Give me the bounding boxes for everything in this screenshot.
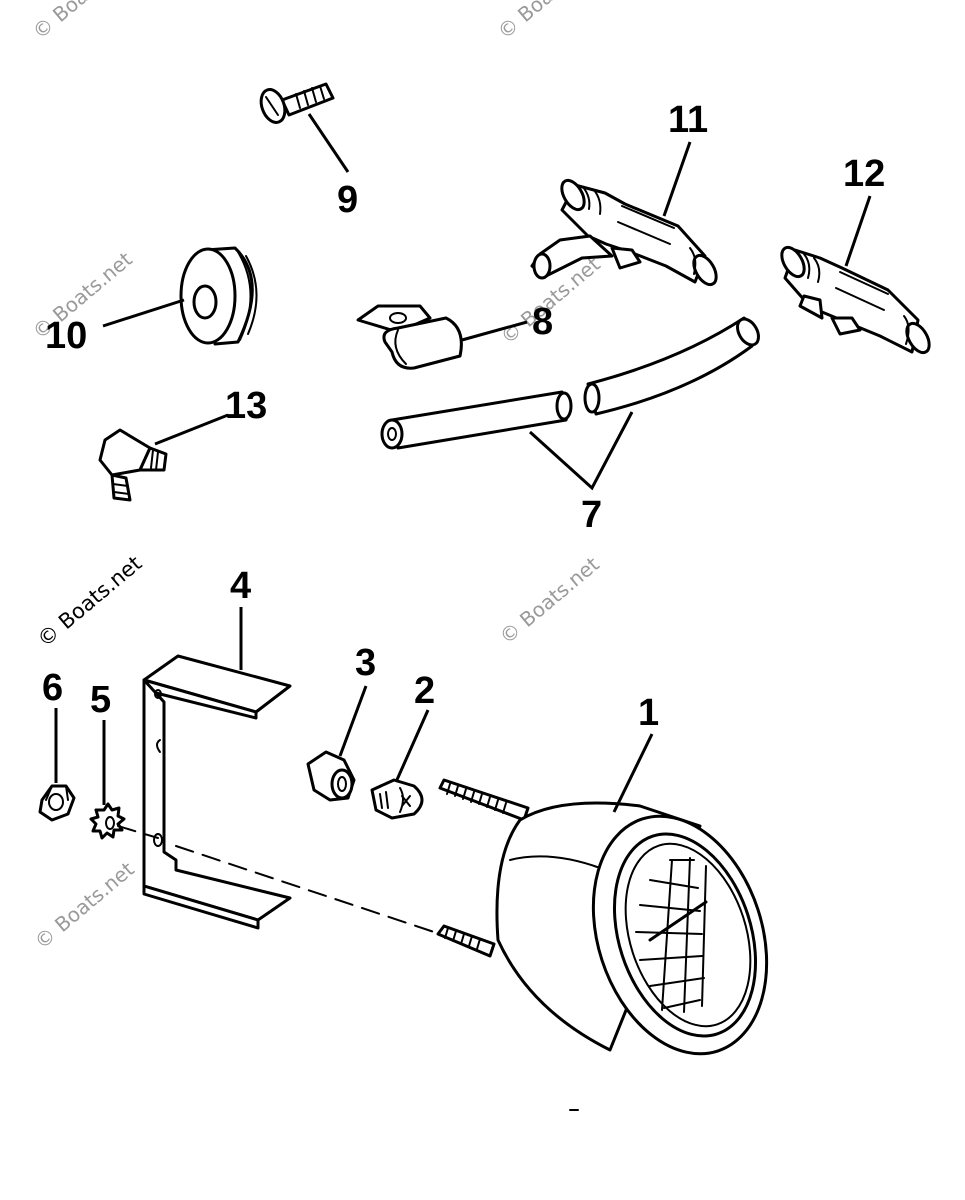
nut-icon [38,784,76,822]
leader-line [662,141,692,217]
clamp-icon [356,304,463,370]
callout-1: 1 [638,692,659,734]
hose-icon [583,316,760,416]
watermark: © Boats.net [28,0,137,44]
callout-9: 9 [337,179,358,221]
tee-fitting-icon [780,245,931,355]
callout-13: 13 [225,385,267,427]
callout-3: 3 [355,642,376,684]
callout-2: 2 [414,670,435,712]
callout-12: 12 [843,153,885,195]
bulb-icon [370,778,424,820]
alignment-line [117,825,441,935]
hose-icon [380,390,573,450]
grommet-icon [179,246,258,346]
watermark: © Boats.net [495,552,604,649]
watermark: © Boats.net [33,551,147,652]
elbow-fitting-icon [98,428,168,502]
leader-line [528,411,634,491]
leader-line [844,195,872,267]
gauge-icon [436,778,769,1056]
leader-line [461,320,528,342]
leader-line [307,113,350,173]
tee-fitting-icon [530,178,718,287]
bracket-icon [142,654,292,930]
lock-washer-icon [89,802,126,840]
leader-line [394,709,430,783]
callout-11: 11 [668,99,708,141]
callout-5: 5 [90,679,111,721]
callout-7: 7 [581,494,602,536]
leader-line [102,298,185,328]
bulb-socket-icon [306,750,356,802]
leader-line [154,413,229,446]
callout-8: 8 [532,301,553,343]
leader-line [338,685,368,757]
screw-icon [259,82,335,124]
leader-line [612,733,654,813]
callout-4: 4 [230,565,251,607]
callout-6: 6 [42,667,63,709]
watermark: © Boats.net [493,0,602,44]
watermark: © Boats.net [30,857,139,954]
callout-10: 10 [45,315,87,357]
